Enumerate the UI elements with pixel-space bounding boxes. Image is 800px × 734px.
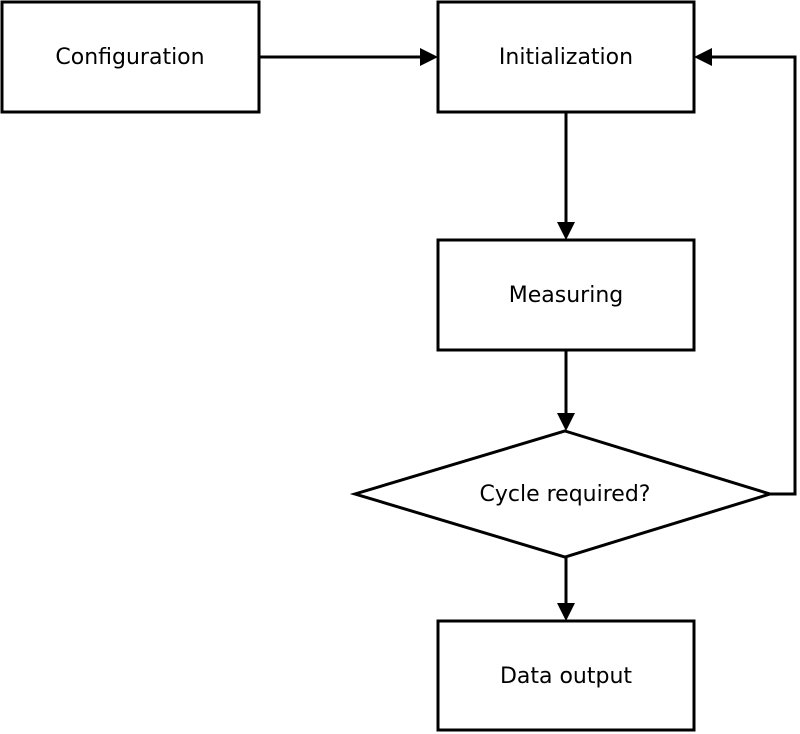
edge-measuring-to-cycle-required xyxy=(557,350,575,431)
edge-cycle-required-to-initialization-feedback xyxy=(694,48,797,496)
node-rect[interactable] xyxy=(436,0,696,114)
node-label: Measuring xyxy=(509,283,623,308)
edge-configuration-to-initialization xyxy=(259,48,438,66)
node-label: Configuration xyxy=(55,45,204,70)
node-initialization[interactable]: Initialization xyxy=(436,0,696,114)
node-diamond[interactable] xyxy=(349,429,776,559)
node-cycle-required[interactable]: Cycle required? xyxy=(349,429,776,559)
node-measuring[interactable]: Measuring xyxy=(436,238,696,352)
arrowhead-icon xyxy=(557,222,575,240)
edge-cycle-required-to-data-output xyxy=(557,557,575,621)
edge-initialization-to-measuring xyxy=(557,112,575,240)
arrowhead-icon xyxy=(420,48,438,66)
arrowhead-icon xyxy=(557,413,575,431)
node-rect[interactable] xyxy=(436,619,696,732)
node-label: Cycle required? xyxy=(480,482,651,507)
node-label: Data output xyxy=(500,664,632,689)
node-data-output[interactable]: Data output xyxy=(436,619,696,732)
edge-line xyxy=(700,55,797,496)
node-rect[interactable] xyxy=(0,0,261,114)
node-label: Initialization xyxy=(499,45,633,70)
node-rect[interactable] xyxy=(436,238,696,352)
arrowhead-icon xyxy=(557,603,575,621)
arrowhead-icon xyxy=(694,48,712,66)
node-configuration[interactable]: Configuration xyxy=(0,0,261,114)
